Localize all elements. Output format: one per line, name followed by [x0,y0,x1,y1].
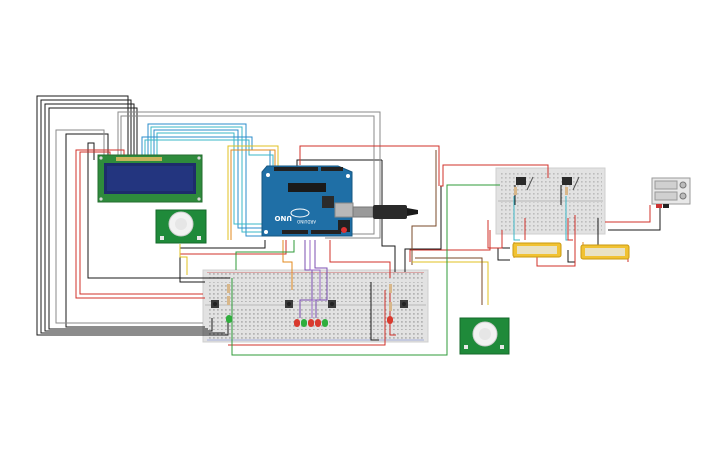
relay-driver-2[interactable] [562,176,580,191]
led-array[interactable] [226,315,393,327]
blue-wires [141,123,573,241]
board-brand-label: UNO [274,214,292,222]
resistors [227,187,568,311]
usb-cable[interactable] [352,205,418,219]
purple-wires [299,240,328,318]
push-button-1[interactable] [211,300,219,308]
board-subtitle-label: ARDUINO [297,219,316,224]
push-button-4[interactable] [400,300,408,308]
push-button-2[interactable] [285,300,293,308]
gray-wires [55,111,381,324]
lcd-16x2[interactable] [97,154,203,203]
pir-sensor-2[interactable] [459,317,510,355]
battery-pack-1[interactable] [512,242,562,258]
relay-driver-1[interactable] [516,176,534,191]
battery-pack-2[interactable] [580,244,630,260]
green-wires [231,184,500,356]
arduino-uno[interactable]: UNO ARDUINO [261,165,354,237]
push-button-3[interactable] [328,300,336,308]
pir-sensor-1[interactable] [155,209,207,244]
power-supply-module[interactable] [651,177,691,208]
mini-breadboard[interactable] [495,167,606,235]
